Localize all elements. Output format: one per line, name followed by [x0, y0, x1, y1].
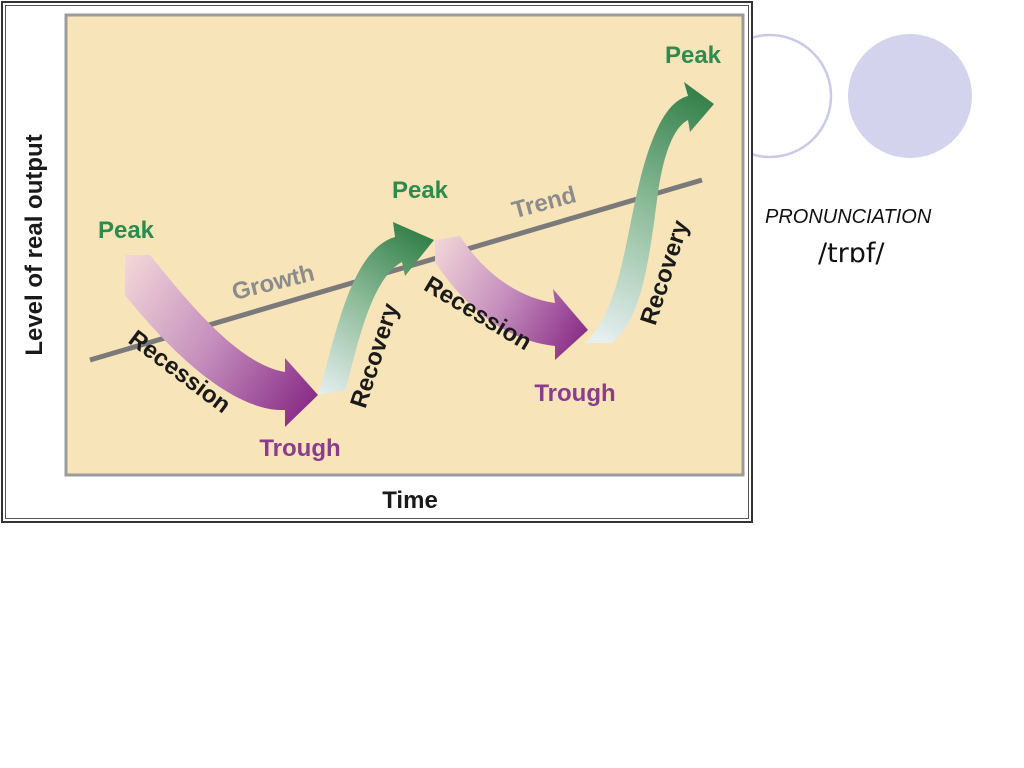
peak-label-2: Peak [392, 177, 449, 204]
recovery-arrow-1 [318, 222, 434, 395]
recession-arrow-2 [435, 236, 588, 360]
filled-circle [848, 34, 972, 158]
y-axis-label: Level of real output [21, 134, 48, 355]
figure-inner-border [5, 5, 749, 519]
x-axis-label: Time [382, 487, 438, 514]
pronunciation-ipa: /trɒf/ [818, 238, 885, 269]
trough-label-2: Trough [534, 380, 615, 407]
trough-label-1: Trough [259, 435, 340, 462]
peak-label-1: Peak [98, 217, 155, 244]
recovery-arrow-2 [585, 82, 714, 343]
pronunciation-heading: PRONUNCIATION [765, 206, 932, 228]
business-cycle-diagram: Level of real output Time Growth Trend P… [21, 13, 745, 514]
recession-arrow-1 [125, 255, 318, 427]
peak-label-3: Peak [665, 42, 722, 69]
